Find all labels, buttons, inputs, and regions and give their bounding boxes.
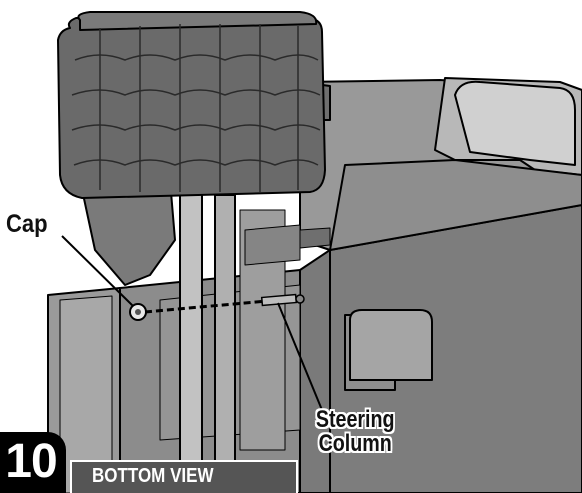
tire bbox=[57, 11, 326, 199]
leader-lines bbox=[61, 235, 323, 411]
cap-callout-label: Cap bbox=[6, 210, 48, 238]
steering-callout-line1: Steering bbox=[315, 406, 395, 433]
vehicle-body bbox=[299, 77, 582, 493]
steering-callout-line2: Column bbox=[318, 430, 392, 457]
step-number: 10 bbox=[5, 435, 57, 488]
cap-part bbox=[129, 303, 147, 321]
chassis-frame bbox=[47, 189, 331, 493]
steering-column-callout-label: Steering Column bbox=[306, 408, 404, 456]
view-label: BOTTOM VIEW bbox=[92, 465, 214, 487]
step-badge bbox=[0, 432, 66, 493]
view-label-bar bbox=[70, 460, 298, 493]
